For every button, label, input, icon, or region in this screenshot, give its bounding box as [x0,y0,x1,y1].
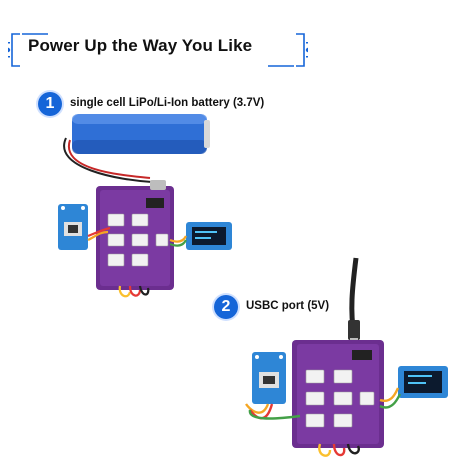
board-icon [292,340,384,448]
battery-icon [72,114,210,154]
battery-setup [58,114,232,298]
board-icon [96,180,174,290]
usbc-setup [245,257,448,457]
step-2-label: USBC port (5V) [246,300,330,312]
step-1-badge: 1 [38,92,62,116]
display-module-icon [398,366,448,398]
title-banner: Power Up the Way You Like [8,30,308,70]
display-module-icon [186,222,232,250]
page-title: Power Up the Way You Like [28,36,253,55]
sensor-module-icon [252,352,286,404]
sensor-module-icon [58,204,88,250]
usbc-plug-icon [348,320,360,340]
step-2-badge: 2 [214,295,238,319]
step-1-label: single cell LiPo/Li-Ion battery (3.7V) [70,97,265,109]
circuit-frame-icon [8,33,308,67]
